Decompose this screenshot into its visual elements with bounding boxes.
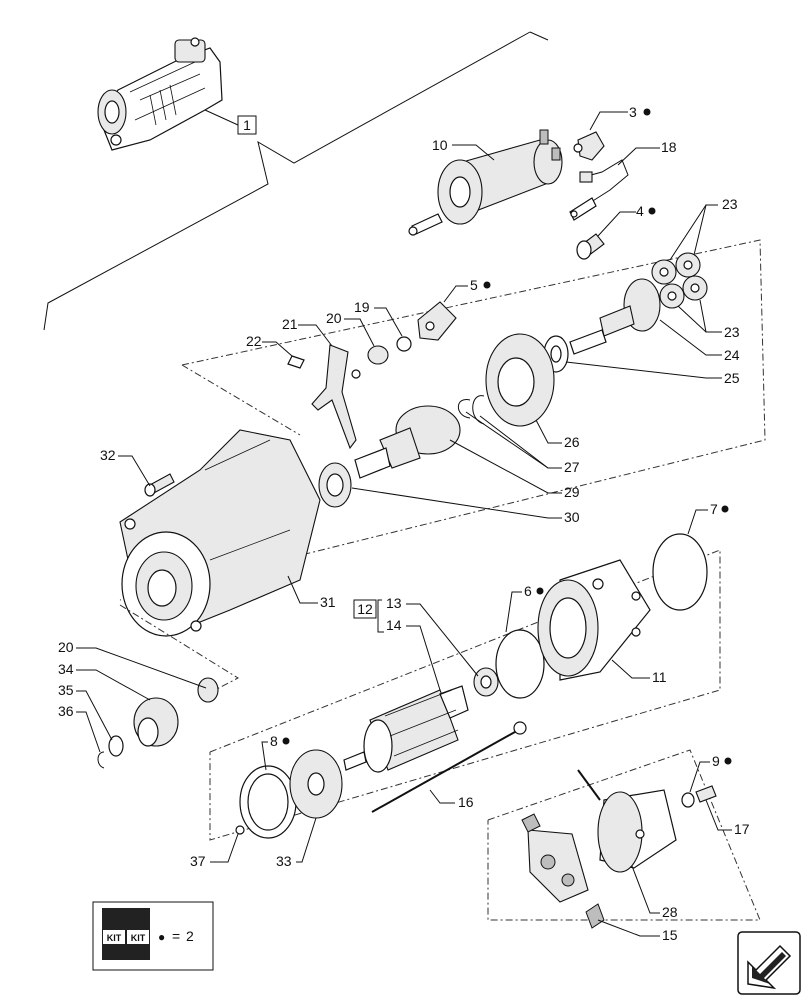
callout-8: 8 — [270, 733, 278, 749]
callout-7: 7 — [710, 501, 718, 517]
callout-20-upper: 20 — [326, 310, 342, 326]
starter-motor-overview — [97, 37, 223, 151]
callout-30: 30 — [564, 509, 580, 525]
kit-member-dots — [282, 108, 732, 765]
end-cover — [577, 769, 677, 873]
callout-25: 25 — [724, 370, 740, 386]
kit-icon-label-1: KIT — [107, 933, 122, 943]
callout-34: 34 — [58, 661, 74, 677]
callout-27: 27 — [564, 459, 580, 475]
leader-lines — [76, 111, 732, 937]
callout-22: 22 — [246, 333, 262, 349]
callout-28: 28 — [662, 904, 678, 920]
callout-26: 26 — [564, 434, 580, 450]
callout-6: 6 — [524, 583, 532, 599]
callout-1: 1 — [243, 117, 251, 133]
field-frame — [537, 559, 651, 681]
callout-21: 21 — [282, 316, 298, 332]
callout-23-top: 23 — [722, 196, 738, 212]
next-page-arrow-icon[interactable] — [737, 931, 801, 995]
kit-legend: KIT KIT ● = 2 — [92, 901, 214, 971]
kit-dot-symbol: ● — [158, 930, 165, 944]
callout-15: 15 — [662, 927, 678, 943]
boxed-callout-frame — [237, 115, 257, 135]
callout-32: 32 — [100, 447, 116, 463]
callout-10: 10 — [432, 137, 448, 153]
callout-18: 18 — [661, 139, 677, 155]
callout-4: 4 — [636, 203, 644, 219]
kit-icon-label-2: KIT — [131, 933, 146, 943]
boxed-callout-frame — [353, 599, 377, 619]
callout-31: 31 — [320, 594, 336, 610]
drive-end-housing — [119, 429, 321, 637]
planet-gears — [651, 252, 708, 309]
callout-37: 37 — [190, 853, 206, 869]
kit-equals: = — [172, 928, 180, 944]
callout-36: 36 — [58, 703, 74, 719]
callout-33: 33 — [276, 853, 292, 869]
callout-14: 14 — [386, 617, 402, 633]
brush-holder — [521, 813, 605, 929]
callout-29: 29 — [564, 484, 580, 500]
callout-24: 24 — [724, 347, 740, 363]
callout-3: 3 — [629, 104, 637, 120]
callout-23-bottom: 23 — [724, 324, 740, 340]
callout-35: 35 — [58, 682, 74, 698]
callout-9: 9 — [712, 753, 720, 769]
kit-value: 2 — [186, 928, 194, 944]
callout-12: 12 — [357, 601, 373, 617]
solenoid — [408, 129, 563, 236]
callout-labels: 1 3 10 18 4 23 23 5 19 20 21 22 24 25 26… — [58, 104, 750, 943]
callout-17: 17 — [734, 821, 750, 837]
callout-11: 11 — [652, 669, 667, 685]
callout-5: 5 — [470, 277, 478, 293]
callout-13: 13 — [386, 595, 402, 611]
callout-16: 16 — [458, 794, 474, 810]
armature — [343, 685, 469, 773]
callout-20-lower: 20 — [58, 639, 74, 655]
callout-19: 19 — [354, 299, 370, 315]
